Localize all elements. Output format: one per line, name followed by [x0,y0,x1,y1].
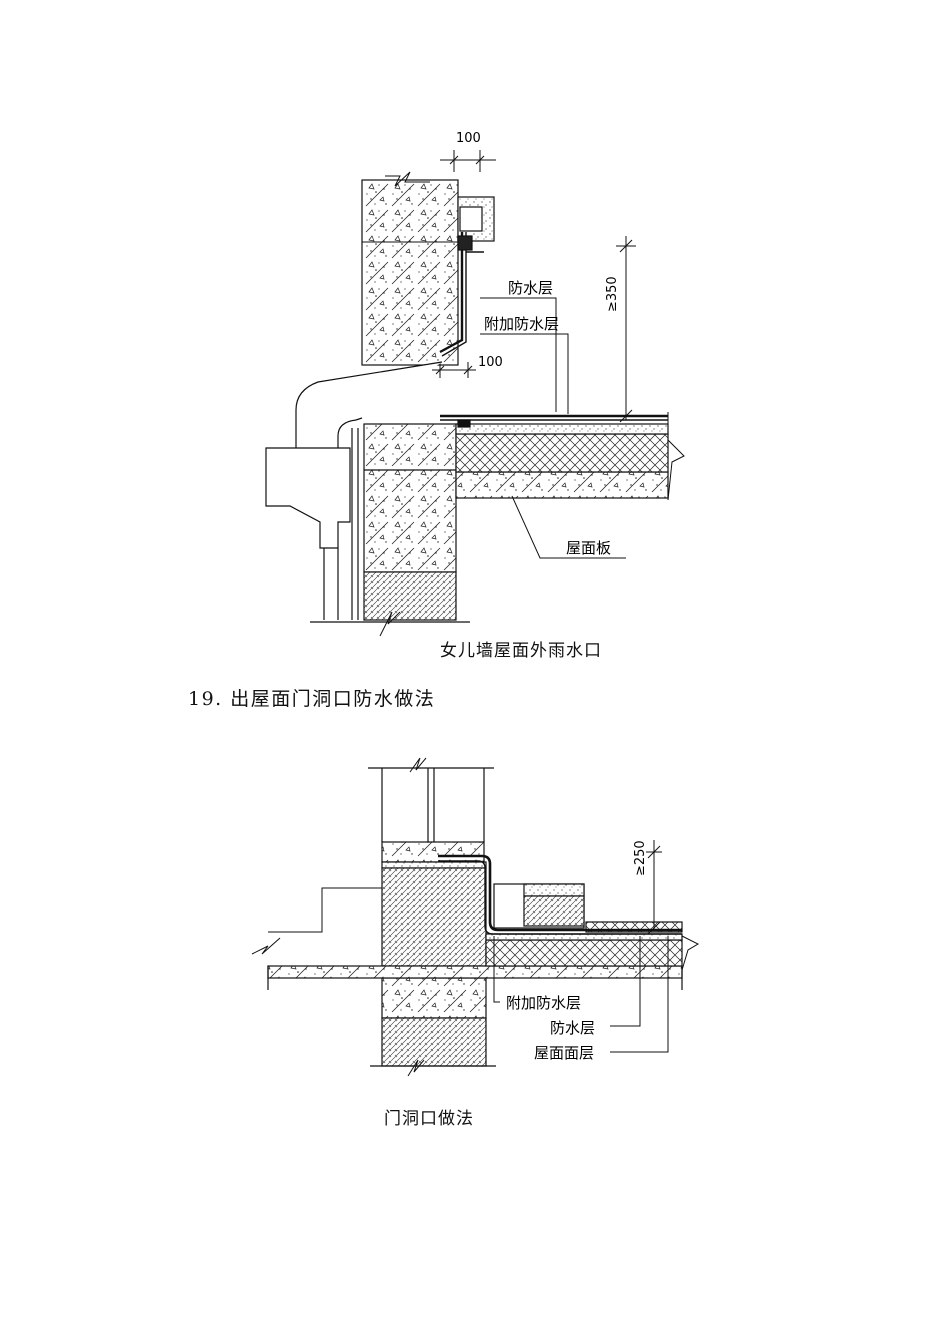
leader-slab [511,495,626,559]
wall-body [381,867,487,967]
roof-insulation [455,433,669,473]
door-threshold [381,841,485,863]
leader-surface-2 [610,936,669,1053]
parapet-scupper-detail [265,150,685,637]
roof-insulation-2 [485,939,683,967]
label-roof-slab: 屋面板 [566,539,611,557]
dimension-label-top: 100 [456,131,481,146]
leader-additional-2 [493,936,500,1003]
dimension-label-height: ≥350 [605,276,620,312]
door-opening-detail [251,757,700,1077]
dimension-height-2 [646,840,662,935]
leader-additional [480,333,569,414]
section-heading: 19. 出屋面门洞口防水做法 [188,688,436,710]
dimension-label-height-2: ≥250 [633,840,648,876]
figure1-caption: 女儿墙屋面外雨水口 [440,641,602,661]
label-waterproof-layer: 防水层 [508,279,553,297]
floor-slab [267,965,683,979]
roof-screed [455,423,669,435]
figure2-caption: 门洞口做法 [384,1109,474,1129]
roof-slab [455,471,669,499]
rainwater-hopper [265,447,351,549]
dimension-label-mid: 100 [478,355,503,370]
label-waterproof-layer-2: 防水层 [550,1019,595,1037]
dimension-mid [432,362,476,378]
leader-waterproof-2 [610,936,641,1027]
lower-wall [363,423,457,573]
label-additional-waterproof-layer: 附加防水层 [484,315,559,333]
dimension-top [440,150,496,172]
label-additional-waterproof-layer-2: 附加防水层 [506,994,581,1012]
dimension-height [616,236,636,423]
parapet-wall [361,179,459,366]
label-roof-surface-layer: 屋面面层 [534,1044,594,1062]
leader-waterproof [480,297,557,412]
